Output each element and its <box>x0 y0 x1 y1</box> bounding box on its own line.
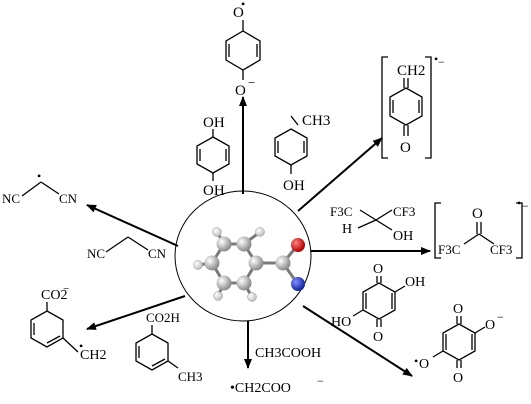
label-o-radical-sq: O <box>419 357 429 372</box>
label-cn-product: CN <box>59 191 78 206</box>
arrow-to-benzyl-radical <box>86 295 186 330</box>
label-o-dhbq-bottom: O <box>373 330 383 345</box>
radical-dot-qm: • <box>434 52 438 66</box>
label-oh-hq-bottom: OH <box>203 183 225 199</box>
atoms-hydrogen <box>193 227 265 302</box>
label-o-minus-sq: O <box>485 318 495 333</box>
radical-dot-benzyl: • <box>79 339 83 353</box>
atom-nitrogen <box>291 277 305 291</box>
reaction-arrows <box>86 96 431 377</box>
label-o-dhbq-top: O <box>373 262 383 277</box>
label-co2h: CO2H <box>146 310 180 325</box>
product-acetate-radical: •CH2COO − <box>230 374 324 396</box>
label-ch3-toluic: CH3 <box>178 369 203 384</box>
reagent-m-toluic-acid: CO2H CH3 <box>135 310 203 384</box>
label-ch3-cresol: CH3 <box>302 113 330 129</box>
label-o-hfa: O <box>472 206 483 222</box>
label-cn-reagent: CN <box>148 246 167 261</box>
label-ho-dhbq: HO <box>331 315 351 330</box>
product-malononitrile-radical: NC • CN <box>2 169 78 206</box>
radical-dot-malononitrile: • <box>37 169 41 183</box>
product-quinone-methide-radical: • − CH2 O <box>381 52 445 159</box>
label-f3c-hfa: F3C <box>438 242 460 257</box>
radical-dot-hfa: • <box>517 196 521 210</box>
minus-benzyl: − <box>63 283 69 295</box>
radical-dot-top: • <box>241 0 245 11</box>
label-ch2coo: •CH2COO <box>230 381 291 396</box>
product-semiquinone-radical: O O − O • O <box>414 302 504 386</box>
label-o-qm: O <box>400 140 411 156</box>
label-ch2-benzyl: CH2 <box>80 348 106 363</box>
label-co2minus: CO2 <box>41 288 67 303</box>
product-phenoxyl-radical: O • O − <box>225 0 261 99</box>
minus-top: − <box>248 75 255 90</box>
product-benzyl-radical: CO2 − CH2 • <box>30 283 106 363</box>
minus-qm: − <box>438 55 445 69</box>
label-f3c-hfip: F3C <box>330 204 352 219</box>
minus-acetate: − <box>317 374 324 388</box>
reagent-hfip: F3C CF3 H OH <box>330 204 415 244</box>
radical-dot-sq: • <box>414 354 418 368</box>
reagent-dihydroxybenzoquinone: O OH HO O <box>331 262 425 345</box>
label-cf3-hfip: CF3 <box>393 204 415 219</box>
label-oh-cresol: OH <box>283 178 305 194</box>
label-nc-product: NC <box>2 191 20 206</box>
arrow-to-semiquinone <box>302 305 413 377</box>
atom-oxygen <box>291 238 305 252</box>
central-molecule <box>174 190 312 322</box>
arrow-to-malononitrile-radical <box>86 204 179 247</box>
reagent-hydroquinone: OH OH <box>196 115 230 199</box>
label-oh-hfip: OH <box>393 229 413 244</box>
minus-hfa: − <box>522 199 529 213</box>
label-o-minus-top: O <box>235 83 246 99</box>
label-ch2-qm: CH2 <box>397 63 425 79</box>
label-ch3cooh: CH3COOH <box>255 346 321 361</box>
label-o-top: O <box>233 5 244 21</box>
reagent-p-cresol: CH3 OH <box>274 113 330 194</box>
reagent-malononitrile: NC CN <box>87 236 167 261</box>
label-oh-dhbq: OH <box>405 275 425 290</box>
arrow-to-quinone-methide <box>297 137 383 212</box>
label-o-sq-bottom: O <box>453 371 463 386</box>
reagent-acetic-acid: CH3COOH <box>255 346 321 361</box>
label-o-sq-top: O <box>453 302 463 317</box>
product-hexafluoroacetone-radical: • − O F3C CF3 <box>434 196 529 259</box>
label-h-hfip: H <box>342 222 352 237</box>
label-oh-hq-top: OH <box>203 115 225 131</box>
atoms-carbon <box>204 236 291 291</box>
label-cf3-hfa: CF3 <box>490 242 512 257</box>
minus-sq: − <box>497 310 504 324</box>
label-nc-reagent: NC <box>87 246 105 261</box>
